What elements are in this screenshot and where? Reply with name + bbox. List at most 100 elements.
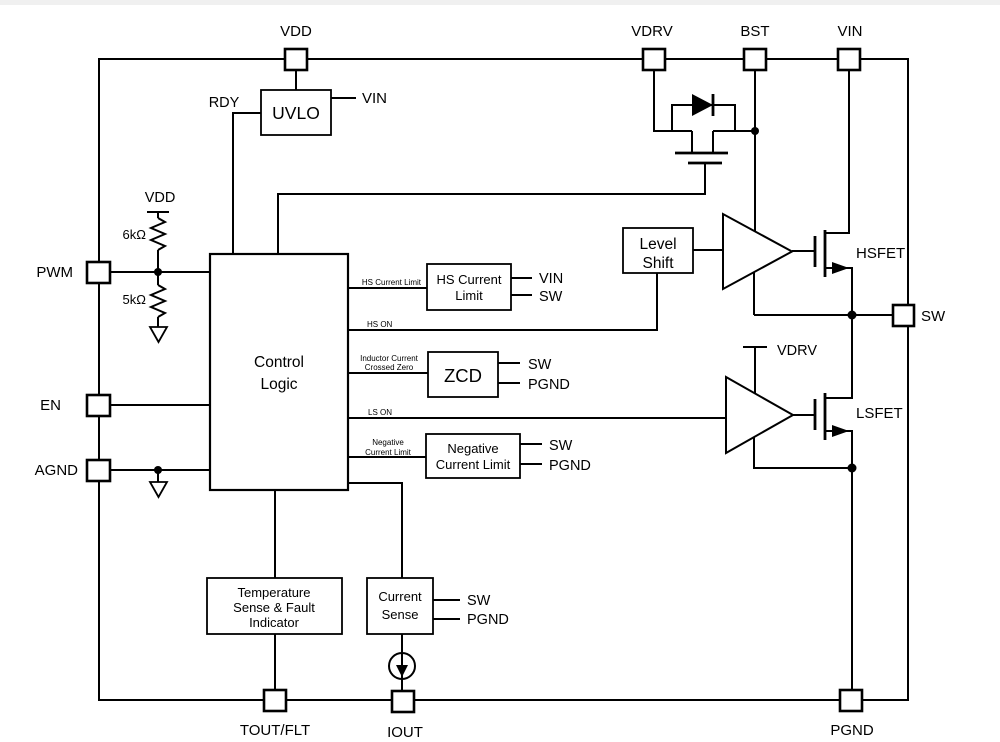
hs-current-limit-label-2: Limit: [455, 288, 483, 303]
wire-hscl: [348, 277, 532, 296]
sig-hs-on: HS ON: [367, 320, 393, 329]
divider-vdd-label: VDD: [145, 190, 176, 206]
ls-driver-icon: [725, 375, 796, 455]
rdy-label: RDY: [209, 95, 240, 111]
lsfet-symbol: [813, 393, 849, 440]
zcd-block: [427, 351, 499, 398]
ground-icon-divider: [148, 326, 169, 344]
wire-cs: [348, 482, 460, 620]
pin-label-tout-flt: TOUT/FLT: [240, 722, 310, 739]
ncl-label-2: Current Limit: [436, 457, 511, 472]
sig-negative-2: Current Limit: [365, 448, 412, 457]
ncl-sw-label: SW: [549, 438, 573, 454]
pin-en: [85, 393, 112, 418]
wire-divider: [147, 211, 169, 327]
function-blocks: [206, 89, 694, 635]
pin-vdrv: [641, 47, 667, 72]
resistor-6k-label: 6kΩ: [123, 227, 147, 242]
zcd-sw-label: SW: [528, 357, 552, 373]
hs-current-limit-label-1: HS Current: [436, 272, 501, 287]
junction-agnd: [154, 466, 162, 474]
junction-pwm-divider: [154, 268, 162, 276]
wire-zcd: [348, 362, 520, 384]
hs-current-limit-block: [426, 263, 512, 311]
pin-pgnd: [838, 688, 864, 713]
junction-lsfet-source: [847, 463, 857, 473]
sig-ls-on: LS ON: [368, 408, 392, 417]
pin-label-pgnd: PGND: [830, 722, 874, 739]
level-shift-block: [622, 227, 694, 274]
pin-label-en: EN: [40, 397, 61, 414]
pin-label-bst: BST: [740, 23, 769, 40]
current-source-arrow: [396, 665, 408, 677]
wire-sw-lsfet-drain: [825, 315, 853, 399]
hsfet-label: HSFET: [856, 245, 905, 262]
junction-bst: [751, 127, 759, 135]
pin-agnd: [85, 458, 112, 483]
uvlo-vin-label: VIN: [362, 90, 387, 107]
wire-hsfet-source: [825, 267, 853, 315]
cs-pgnd-label: PGND: [467, 612, 509, 628]
pin-label-vdrv: VDRV: [631, 23, 672, 40]
top-edge-strip: [0, 0, 1000, 5]
wire-vdrv-drop: [653, 70, 692, 132]
junction-sw: [847, 310, 857, 320]
uvlo-block: [260, 89, 332, 136]
temp-sense-label-3: Indicator: [249, 615, 300, 630]
pin-bst: [742, 47, 768, 72]
ground-icon-agnd: [148, 481, 169, 499]
zcd-label: ZCD: [444, 365, 482, 386]
wire-ncl: [348, 443, 542, 465]
wire-boot-gate: [277, 163, 706, 254]
wire-hs-on: [348, 273, 658, 331]
pwm-divider: [148, 217, 169, 344]
temp-sense-label-1: Temperature: [238, 585, 311, 600]
current-sense-label-2: Sense: [382, 607, 419, 622]
wire-lsdriver-vdrv: [743, 346, 767, 393]
hscl-sw-label: SW: [539, 289, 563, 305]
ncl-pgnd-label: PGND: [549, 458, 591, 474]
pin-vdd: [283, 47, 309, 72]
hs-driver-icon: [722, 212, 795, 291]
wire-rdy: [232, 112, 261, 254]
negative-current-limit-block: [425, 433, 521, 479]
temp-sense-block: [206, 577, 343, 635]
lsfet-source-arrow: [832, 425, 849, 437]
pin-tout-flt: [262, 688, 288, 713]
resistor-5k-icon: [148, 284, 168, 318]
control-logic-block: [208, 252, 350, 492]
uvlo-label: UVLO: [272, 103, 320, 123]
pin-label-sw: SW: [921, 308, 946, 325]
control-logic-label-1: Control: [254, 354, 304, 371]
pin-label-agnd: AGND: [35, 462, 79, 479]
bootstrap-diode-icon: [692, 94, 713, 116]
wire-vin-hsfet-drain: [825, 70, 850, 234]
sig-inductor-1: Inductor Current: [360, 354, 419, 363]
sig-inductor-2: Crossed Zero: [365, 363, 414, 372]
vdrv-rail-label: VDRV: [777, 343, 817, 359]
cs-sw-label: SW: [467, 593, 491, 609]
resistor-6k-icon: [148, 217, 168, 251]
pin-pwm: [85, 260, 112, 285]
pin-label-pwm: PWM: [36, 264, 73, 281]
hscl-vin-label: VIN: [539, 271, 563, 287]
pin-pads: [85, 47, 916, 714]
pin-iout: [390, 689, 416, 714]
level-shift-label-2: Shift: [642, 255, 674, 272]
zcd-pgnd-label: PGND: [528, 377, 570, 393]
hsfet-source-arrow: [832, 262, 849, 274]
wire-lsdriver-gndref: [753, 437, 852, 469]
hsfet-symbol: [813, 230, 849, 277]
current-source: [388, 634, 416, 691]
pin-sw: [891, 303, 916, 328]
ic-boundary: [98, 58, 909, 701]
pin-label-vin: VIN: [837, 23, 862, 40]
bootstrap-fet-legs: [691, 131, 714, 153]
current-sense-block: [366, 577, 434, 635]
level-shift-label-1: Level: [639, 236, 676, 253]
resistor-5k-label: 5kΩ: [123, 292, 147, 307]
pin-label-iout: IOUT: [387, 724, 423, 741]
ncl-label-1: Negative: [447, 441, 498, 456]
